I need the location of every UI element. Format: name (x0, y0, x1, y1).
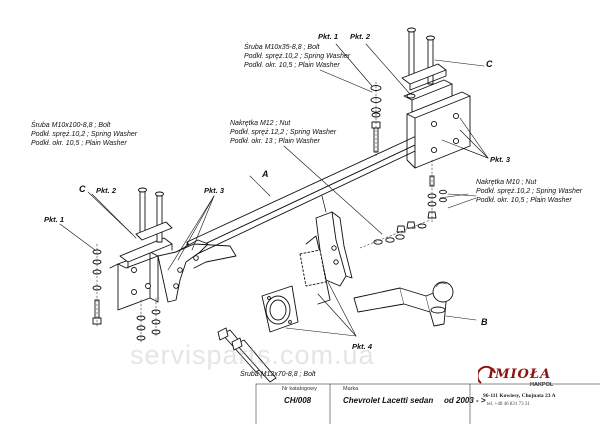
company-phone: tel. +48 46 831 73 31 (487, 402, 530, 407)
left-bolt-spec-plain: Podkł. okr. 10,5 ; Plain Washer (31, 140, 127, 147)
make-caption: Marka (343, 386, 359, 392)
top-bolt-spec-spring: Podkł. spręż.10,2 ; Spring Washer (244, 53, 351, 60)
pkt3-left-leaders (167, 195, 215, 271)
left-under-fasteners (136, 297, 161, 343)
m12-nut-spec-spring: Podkł. spręż.12,2 ; Spring Washer (230, 129, 337, 136)
bottom-bolt-spec: Śruba M12x70-8,8 ; Bolt (240, 371, 316, 378)
m12-fasteners (359, 219, 431, 249)
company-address: 96-111 Kowiesy, Chojnata 23 A (483, 393, 556, 399)
left-top-bolts (87, 187, 173, 243)
bottom-bolts (217, 327, 277, 383)
imiola-logo: IMIOŁA (488, 367, 552, 382)
m12-nut-spec-plain: Podkł. okr. 13 ; Plain Washer (230, 138, 320, 145)
imiola-logo-arc (478, 366, 496, 384)
catalog-number: CH/008 (284, 396, 312, 405)
pkt1-left-label: Pkt. 1 (44, 215, 65, 224)
pkt3-right-leaders (441, 117, 489, 159)
model-years: od 2003 - > (444, 396, 486, 405)
m10-nut-spec-nut: Nakrętka M10 ; Nut (476, 179, 537, 186)
m10-nut-spec-plain: Podkł. okr. 10,5 ; Plain Washer (476, 197, 572, 204)
watermark: servisparts.com.ua (130, 340, 375, 370)
title-block-frame (255, 383, 600, 424)
pkt3-right-label: Pkt. 3 (490, 155, 511, 164)
top-fasteners (335, 43, 416, 159)
ball-bar (353, 281, 477, 327)
top-bolt-spec-plain: Podkł. okr. 10,5 ; Plain Washer (244, 62, 340, 69)
catalog-number-caption: Nr katalogowy (282, 386, 317, 392)
make-value: Chevrolet Lacetti sedan (343, 396, 434, 405)
right-top-bolts (401, 27, 485, 91)
letter-c-top: C (486, 59, 493, 69)
letter-b: B (481, 317, 488, 327)
left-outer-fasteners (59, 193, 137, 327)
left-bolt-spec-spring: Podkł. spręż.10,2 ; Spring Washer (31, 131, 138, 138)
pkt2-left-label: Pkt. 2 (96, 186, 117, 195)
letter-a: A (262, 169, 269, 179)
left-bracket (109, 237, 237, 311)
pkt2-top-label: Pkt. 2 (350, 32, 371, 41)
left-bolt-spec-bolt: Śruba M10x100-8,8 ; Bolt (31, 122, 111, 129)
label-leaders (249, 69, 469, 235)
pkt4-label: Pkt. 4 (352, 342, 373, 351)
top-bolt-spec-bolt: Śruba M10x35-8,8 ; Bolt (244, 44, 320, 51)
pkt1-top-label: Pkt. 1 (318, 32, 339, 41)
right-bracket (403, 79, 471, 169)
center-plate (305, 195, 353, 305)
socket-plate (261, 249, 327, 333)
m12-nut-spec-nut: Nakrętka M12 ; Nut (230, 120, 291, 127)
pkt4-leaders (285, 281, 357, 337)
m10-nut-spec-spring: Podkł. spręż.10,2 ; Spring Washer (476, 188, 583, 195)
letter-c-left: C (79, 184, 86, 194)
right-side-fasteners (427, 159, 477, 223)
pkt3-left-label: Pkt. 3 (204, 186, 225, 195)
hakpol-logo: HAKPOL (530, 382, 554, 388)
